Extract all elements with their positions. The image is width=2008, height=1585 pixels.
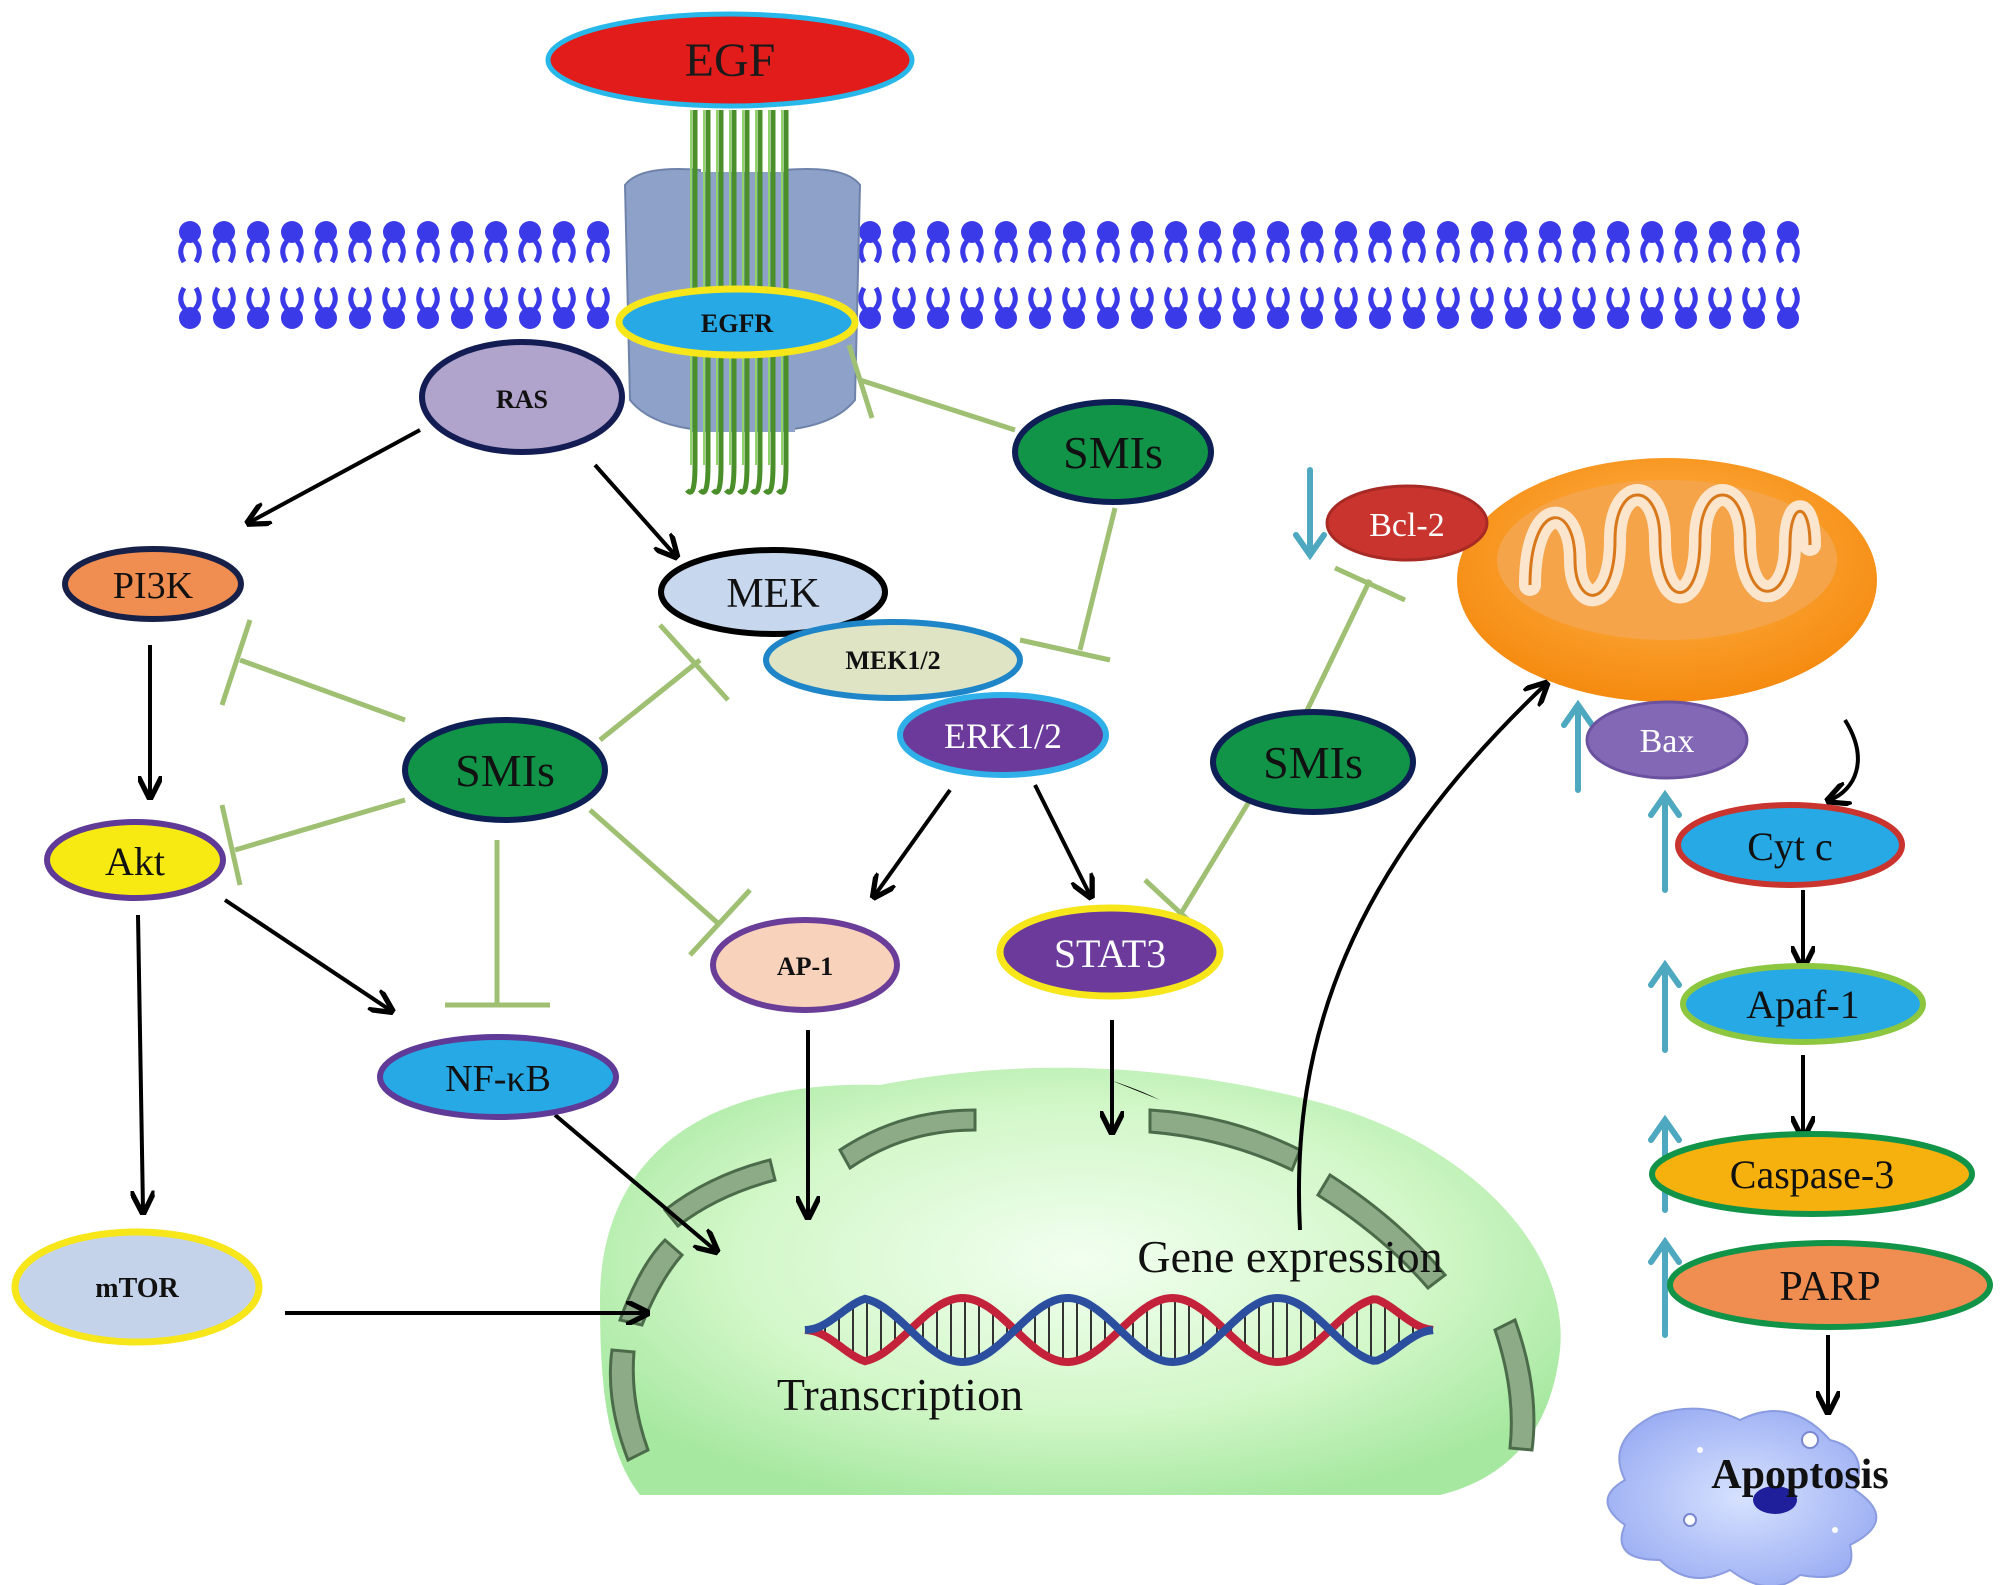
node-mtor: mTOR <box>11 1228 263 1346</box>
smis-right-label: SMIs <box>1263 737 1363 788</box>
node-stat3: STAT3 <box>996 904 1224 1000</box>
nucleus-icon <box>600 1067 1561 1495</box>
cytc-label: Cyt c <box>1747 824 1833 869</box>
up-arrow-cytc <box>1648 789 1682 893</box>
apoptotic-cell-icon <box>1606 1407 1878 1585</box>
arrow-mitochondrion-to-cytc <box>1830 718 1860 800</box>
inhibit-smis-to-nfkb <box>445 840 550 1008</box>
up-arrow-apaf1 <box>1648 959 1682 1053</box>
smis-top-label: SMIs <box>1063 427 1163 478</box>
node-mek12: MEK1/2 <box>763 619 1023 701</box>
node-erk12: ERK1/2 <box>897 692 1109 778</box>
node-bax: Bax <box>1585 700 1749 780</box>
node-smis-center: SMIs <box>402 717 608 823</box>
lipid-bilayer-icon <box>179 221 1799 329</box>
nfkb-label: NF-κB <box>445 1058 551 1100</box>
parp-label: PARP <box>1779 1264 1880 1310</box>
inhibit-smis-to-bcl2 <box>1297 565 1407 727</box>
inhibit-smis-to-mek12 <box>1019 507 1118 663</box>
stat3-label: STAT3 <box>1054 931 1166 976</box>
arrow-akt-to-mtor <box>138 914 143 1210</box>
node-caspase3: Caspase-3 <box>1649 1131 1975 1217</box>
arrow-erk-to-stat3 <box>1033 784 1090 895</box>
node-bcl2: Bcl-2 <box>1325 484 1489 562</box>
arrow-nfkb-to-nucleus <box>553 1113 715 1250</box>
node-cytc: Cyt c <box>1675 802 1905 888</box>
node-apaf1: Apaf-1 <box>1680 963 1926 1045</box>
inhibit-smis-to-pi3k <box>219 619 406 723</box>
node-nfkb: NF-κB <box>377 1034 619 1120</box>
arrow-ras-to-pi3k <box>250 428 421 522</box>
regulation-arrows <box>1293 467 1682 1338</box>
down-arrow-bcl2 <box>1293 467 1327 561</box>
node-akt: Akt <box>44 819 226 901</box>
node-ras: RAS <box>419 339 625 455</box>
smis-center-label: SMIs <box>455 745 555 796</box>
arrow-ras-to-mek <box>593 463 675 555</box>
node-mek: MEK <box>658 547 888 637</box>
node-smis-top: SMIs <box>1012 399 1214 505</box>
apaf1-label: Apaf-1 <box>1746 982 1859 1027</box>
gene-expression-label: Gene expression <box>1137 1231 1442 1282</box>
node-smis-right: SMIs <box>1210 709 1416 815</box>
inhibit-smis-to-ap1 <box>588 808 752 957</box>
erk12-label: ERK1/2 <box>944 716 1062 756</box>
node-egfr: EGFR <box>615 285 859 359</box>
arrow-erk-to-ap1 <box>875 788 952 895</box>
inhibit-smis-to-egfr <box>846 344 1016 433</box>
akt-label: Akt <box>105 839 165 884</box>
pi3k-label: PI3K <box>113 565 194 607</box>
bcl2-label: Bcl-2 <box>1369 507 1445 544</box>
inhibit-smis-to-mek <box>598 623 730 742</box>
node-egf: EGF <box>545 11 915 109</box>
egfr-label: EGFR <box>701 309 773 338</box>
node-pi3k: PI3K <box>62 546 244 622</box>
caspase3-label: Caspase-3 <box>1730 1152 1894 1197</box>
apoptosis-label: Apoptosis <box>1711 1452 1888 1498</box>
dna-helix-icon <box>804 1293 1434 1367</box>
inhibit-smis-to-akt <box>219 797 406 886</box>
mtor-label: mTOR <box>95 1273 179 1304</box>
arrow-akt-to-nfkb <box>223 898 390 1010</box>
ras-label: RAS <box>496 385 548 414</box>
transcription-label: Transcription <box>777 1369 1023 1420</box>
up-arrow-bax <box>1561 699 1595 793</box>
node-ap1: AP-1 <box>710 917 900 1013</box>
node-parp: PARP <box>1667 1240 1993 1330</box>
egf-label: EGF <box>685 34 776 87</box>
mek-label: MEK <box>726 571 819 617</box>
mek12-label: MEK1/2 <box>845 646 940 675</box>
activation-arrows <box>138 428 1860 1410</box>
mitochondrion-icon <box>1457 458 1877 702</box>
bax-label: Bax <box>1640 723 1695 760</box>
arrow-gene-expression-to-mitochondrion <box>1296 685 1545 1231</box>
ap1-label: AP-1 <box>777 952 833 981</box>
up-arrow-parp <box>1648 1236 1682 1338</box>
